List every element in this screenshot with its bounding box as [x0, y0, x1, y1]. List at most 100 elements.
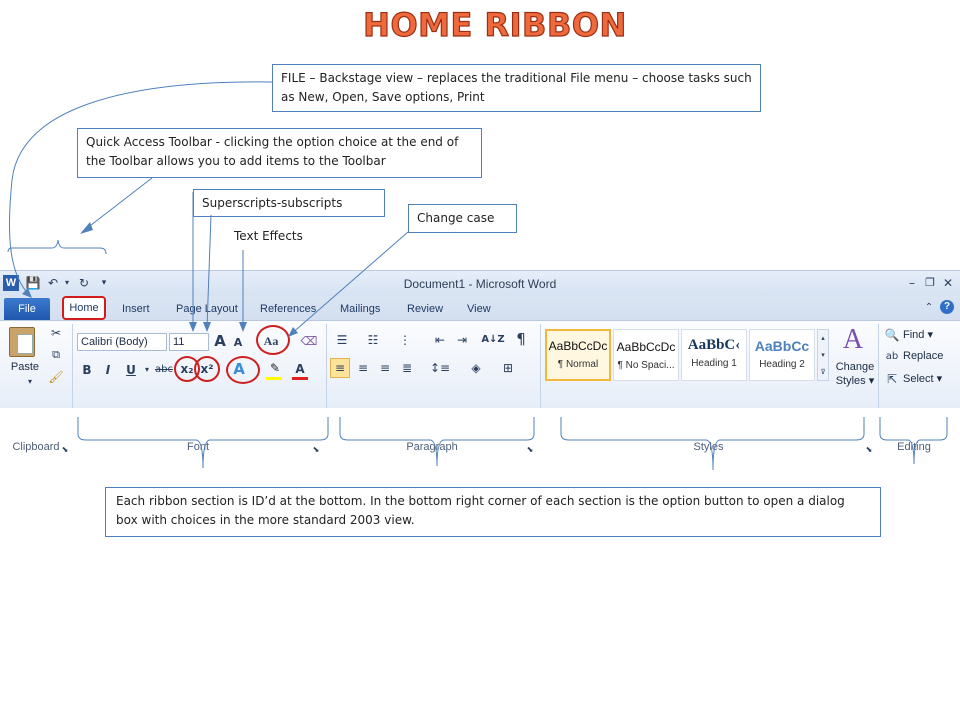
cut-icon[interactable]: ✂ [50, 326, 62, 340]
superscript-highlight [194, 356, 220, 382]
highlight-color-icon[interactable]: ✎ [269, 361, 281, 375]
format-painter-icon[interactable]: 🖌 [48, 370, 64, 384]
clipboard-group-label: Clipboard [12, 441, 60, 453]
styles-launcher-icon[interactable]: ⬊ [865, 445, 873, 454]
file-arrowhead [22, 288, 32, 298]
multilevel-list-icon[interactable]: ⋮ [399, 333, 411, 347]
replace-icon[interactable]: ab [885, 351, 899, 362]
customize-toolbar-icon[interactable]: ▾ [101, 278, 107, 288]
separator [72, 324, 73, 408]
style-no-spacing[interactable]: AaBbCcDc ¶ No Spaci... [613, 329, 679, 381]
font-launcher-icon[interactable]: ⬊ [312, 445, 320, 454]
scroll-up-icon[interactable]: ▴ [821, 334, 825, 342]
tab-mailings[interactable]: Mailings [340, 303, 381, 315]
shrink-font-icon[interactable]: A [233, 336, 243, 349]
increase-indent-icon[interactable]: ⇥ [456, 333, 468, 347]
tab-insert[interactable]: Insert [122, 303, 150, 315]
change-styles-label-2[interactable]: Styles ▾ [835, 375, 875, 387]
change-case-connector [289, 231, 409, 336]
clear-formatting-icon[interactable]: ⌫ [300, 334, 318, 348]
font-color-button[interactable]: A [295, 362, 305, 376]
paragraph-launcher-icon[interactable]: ⬊ [526, 445, 534, 454]
bold-button[interactable]: B [82, 363, 92, 377]
sort-button[interactable]: A↓Z [481, 334, 505, 345]
tab-page-layout[interactable]: Page Layout [176, 303, 238, 315]
style-name: Heading 2 [759, 359, 805, 370]
page-title: HOME RIBBON [363, 5, 627, 44]
select-icon[interactable]: ⇱ [886, 372, 898, 386]
align-center-icon[interactable]: ≡ [357, 361, 369, 375]
save-icon[interactable]: 💾 [25, 276, 41, 290]
superscript-button[interactable]: x² [200, 362, 214, 376]
tab-review[interactable]: Review [407, 303, 444, 315]
numbering-icon[interactable]: ☷ [367, 333, 379, 347]
align-right-icon[interactable]: ≡ [379, 361, 391, 375]
show-formatting-button[interactable]: ¶ [516, 330, 526, 348]
bullets-icon[interactable]: ☰ [336, 333, 348, 347]
qat-arrowhead [80, 222, 93, 234]
paste-button[interactable]: Paste [10, 361, 40, 373]
tab-home[interactable]: Home [62, 296, 106, 320]
grow-font-icon[interactable]: A [214, 332, 226, 350]
strikethrough-button[interactable]: abc [155, 364, 173, 375]
find-icon[interactable]: 🔍 [884, 328, 900, 342]
find-button[interactable]: Find ▾ [903, 329, 933, 341]
quick-access-callout: Quick Access Toolbar - clicking the opti… [77, 128, 482, 178]
close-icon[interactable]: ✕ [942, 276, 954, 290]
help-icon[interactable]: ? [940, 300, 954, 314]
subscript-button[interactable]: x₂ [180, 362, 194, 376]
scroll-down-icon[interactable]: ▾ [821, 351, 825, 359]
text-effects-arrowhead [239, 322, 247, 332]
font-name-combo[interactable]: Calibri (Body) [77, 333, 167, 351]
file-callout: FILE – Backstage view – replaces the tra… [272, 64, 761, 112]
style-normal[interactable]: AaBbCcDc ¶ Normal [545, 329, 611, 381]
tab-view[interactable]: View [467, 303, 491, 315]
separator [540, 324, 541, 408]
paste-dropdown-icon[interactable]: ▾ [27, 377, 32, 386]
justify-icon[interactable]: ≣ [401, 361, 413, 375]
minimize-ribbon-icon[interactable]: ⌃ [924, 302, 934, 313]
text-effects-button[interactable]: A [233, 360, 245, 378]
paragraph-group-label: Paragraph [406, 441, 458, 453]
style-sample: AaBbC‹ [687, 337, 741, 353]
borders-icon[interactable]: ⊞ [502, 361, 514, 375]
underline-dropdown-icon[interactable]: ▾ [144, 365, 149, 374]
undo-dropdown-icon[interactable]: ▾ [64, 278, 69, 287]
select-button[interactable]: Select ▾ [903, 373, 943, 385]
tab-file[interactable]: File [4, 298, 50, 320]
file-connector [8, 81, 273, 297]
change-case-button[interactable]: Aa [263, 334, 279, 348]
change-styles-icon[interactable]: A [842, 324, 864, 355]
underline-button[interactable]: U [126, 363, 136, 377]
superscripts-arrowhead-2 [203, 322, 211, 332]
align-left-button[interactable]: ≡ [330, 358, 350, 378]
minimize-icon[interactable]: – [909, 276, 915, 290]
replace-button[interactable]: Replace [903, 350, 944, 362]
italic-button[interactable]: I [105, 363, 111, 377]
decrease-indent-icon[interactable]: ⇤ [434, 333, 446, 347]
line-spacing-icon[interactable]: ↕≡ [429, 361, 451, 375]
style-heading-1[interactable]: AaBbC‹ Heading 1 [681, 329, 747, 381]
editing-group-label: Editing [897, 441, 931, 453]
restore-icon[interactable]: ❐ [925, 276, 935, 289]
text-effects-highlight [226, 356, 260, 384]
style-name: ¶ No Spaci... [617, 360, 675, 371]
undo-icon[interactable]: ↶ [47, 276, 59, 290]
style-heading-2[interactable]: AaBbCc Heading 2 [749, 329, 815, 381]
change-case-callout: Change case [408, 204, 517, 233]
editing-brace [879, 417, 948, 465]
tab-references[interactable]: References [260, 303, 317, 315]
font-group-label: Font [186, 441, 209, 453]
copy-icon[interactable]: ⧉ [52, 348, 60, 361]
paste-icon[interactable] [9, 327, 35, 357]
styles-scroll[interactable]: ▴ ▾ ⊽ [817, 329, 829, 381]
change-styles-label-1[interactable]: Change [835, 361, 875, 373]
font-size-combo[interactable]: 11 [169, 333, 209, 351]
more-styles-icon[interactable]: ⊽ [820, 368, 826, 376]
change-case-highlight [256, 325, 290, 355]
clipboard-launcher-icon[interactable]: ⬊ [61, 445, 69, 454]
word-logo-icon: W [3, 275, 19, 291]
shading-icon[interactable]: ◈ [471, 361, 481, 375]
redo-icon[interactable]: ↻ [78, 276, 90, 290]
